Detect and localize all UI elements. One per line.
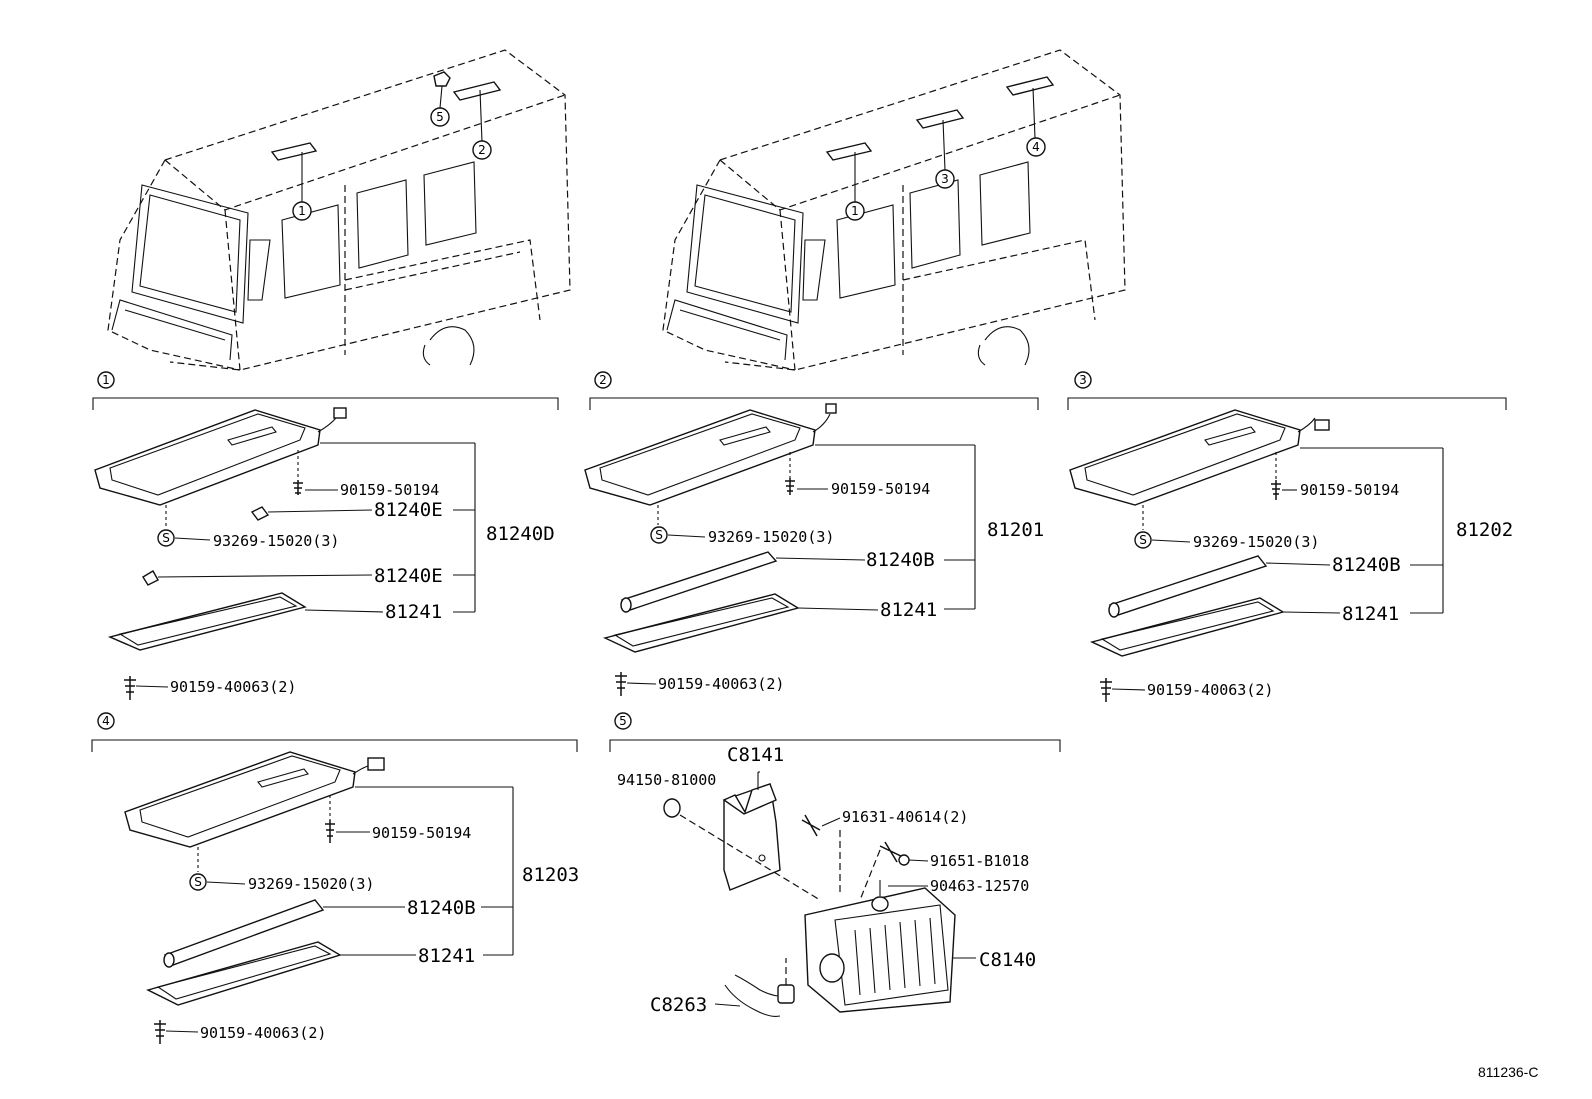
panel1-lens-label: 81241 [385,601,442,623]
panel4-s-marker: S [189,873,207,891]
svg-text:1: 1 [851,204,859,218]
callout-markers: 1 2 5 1 3 4 1 2 3 4 5 S S S S [97,107,1152,891]
panel4-lens-label: 81241 [418,945,475,967]
panel2-labels: 81201 90159-50194 93269-15020(3) 81240B … [658,480,1044,693]
panel2-s-marker: S [650,526,668,544]
panel5-bolt-label: 91631-40614(2) [842,808,968,826]
panel5-grommet-label: 94150-81000 [617,771,716,789]
svg-text:1: 1 [298,204,306,218]
panel3-assy-label: 81202 [1456,519,1513,541]
svg-text:4: 4 [1032,140,1040,154]
van1-callout-5: 5 [430,107,450,127]
panel3-s-marker: S [1134,531,1152,549]
panel4-drawing [124,751,514,1044]
panel2-tube-label: 81240B [866,549,935,571]
panel4-assy-label: 81203 [522,864,579,886]
svg-text:S: S [655,528,663,542]
van2-callout-3: 3 [935,169,955,189]
panel4-lens-screw-label: 90159-40063(2) [200,1024,326,1042]
panel5-labels: C8141 94150-81000 91631-40614(2) 91651-B… [617,744,1036,1016]
van1-callout-2: 2 [472,140,492,160]
panel1-assy-label: 81240D [486,523,555,545]
panel1-bulb-a-label: 81240E [374,499,443,521]
panel4-screw-label: 90159-50194 [372,824,471,842]
van2-callout-4: 4 [1026,137,1046,157]
panel3-clip-label: 93269-15020(3) [1193,533,1319,551]
panel5-drawing [663,771,976,1017]
figure-reference: 811236-C [1478,1064,1538,1080]
svg-text:1: 1 [102,373,110,387]
panel5-wire-label: C8263 [650,994,707,1016]
svg-text:4: 4 [102,714,110,728]
svg-text:3: 3 [1079,373,1087,387]
panel2-drawing [584,403,976,696]
panel5-bolt2-label: 91651-B1018 [930,852,1029,870]
panel5-bracket-label: C8141 [727,744,784,766]
panel1-drawing [94,407,476,700]
panel5-heading: 5 [614,712,632,730]
panel5-lamp-label: C8140 [979,949,1036,971]
panel4-heading: 4 [97,712,115,730]
panel3-heading: 3 [1074,371,1092,389]
panel3-lens-label: 81241 [1342,603,1399,625]
panel4-clip-label: 93269-15020(3) [248,875,374,893]
svg-text:2: 2 [478,143,486,157]
van-illustration-left [107,49,571,371]
panel1-heading: 1 [97,371,115,389]
panel2-heading: 2 [594,371,612,389]
panel5-bulb-label: 90463-12570 [930,877,1029,895]
panel2-assy-label: 81201 [987,519,1044,541]
panel2-lens-label: 81241 [880,599,937,621]
svg-text:5: 5 [436,110,444,124]
panel1-screw-label: 90159-50194 [340,481,439,499]
panel1-clip-label: 93269-15020(3) [213,532,339,550]
panel3-drawing [1069,409,1444,702]
panel1-lens-screw-label: 90159-40063(2) [170,678,296,696]
svg-text:5: 5 [619,714,627,728]
svg-text:2: 2 [599,373,607,387]
panel4-tube-label: 81240B [407,897,476,919]
panel3-screw-label: 90159-50194 [1300,481,1399,499]
panel3-labels: 81202 90159-50194 93269-15020(3) 81240B … [1147,481,1513,699]
svg-text:S: S [162,531,170,545]
van2-callout-1: 1 [845,201,865,221]
svg-text:3: 3 [941,172,949,186]
panel4-labels: 81203 90159-50194 93269-15020(3) 81240B … [200,824,579,1042]
panel1-s-marker: S [157,529,175,547]
lamp-grille [854,917,936,996]
van1-callout-1: 1 [292,201,312,221]
panel1-labels: 81240D 90159-50194 93269-15020(3) 81240E… [170,481,555,696]
panel2-clip-label: 93269-15020(3) [708,528,834,546]
panel-frames [91,397,1507,752]
panel2-lens-screw-label: 90159-40063(2) [658,675,784,693]
svg-text:S: S [194,875,202,889]
svg-text:S: S [1139,533,1147,547]
panel3-tube-label: 81240B [1332,554,1401,576]
panel1-bulb-b-label: 81240E [374,565,443,587]
van-illustration-right [662,49,1126,371]
panel2-screw-label: 90159-50194 [831,480,930,498]
panel3-lens-screw-label: 90159-40063(2) [1147,681,1273,699]
